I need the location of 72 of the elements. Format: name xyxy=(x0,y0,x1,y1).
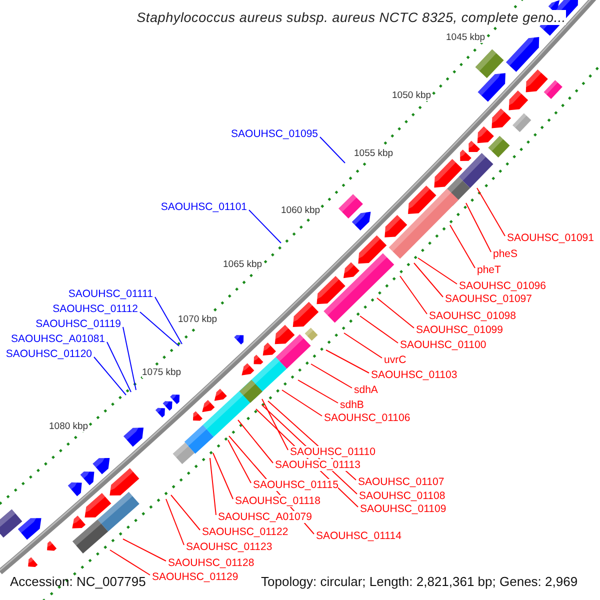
leader-line xyxy=(248,210,282,244)
leader-line xyxy=(298,380,338,404)
leader-line xyxy=(450,224,476,268)
scale-label: 1075 kbp xyxy=(142,366,182,378)
gene-label: SAOUHSC_A01079 xyxy=(218,511,312,523)
gene-label: SAOUHSC_01123 xyxy=(186,541,272,553)
gene-label: SAOUHSC_01098 xyxy=(429,310,516,322)
gene-label: SAOUHSC_01129 xyxy=(152,571,238,583)
leader-line xyxy=(414,262,444,298)
gene-label: uvrC xyxy=(384,354,406,366)
gene-label: SAOUHSC_01122 xyxy=(202,526,288,538)
gene-label: SAOUHSC_01097 xyxy=(445,293,532,305)
footer-text: Topology: circular; Length: 2,821,361 bp; Genes: 2,969 xyxy=(261,574,578,589)
leader-line xyxy=(344,332,382,358)
leader-line xyxy=(262,398,288,450)
gene-label: SAOUHSC_01111 xyxy=(68,288,153,300)
scale-label: 1060 kbp xyxy=(281,204,320,216)
gene-label: SAOUHSC_01103 xyxy=(371,369,458,381)
gene-label: SAOUHSC_01101 xyxy=(160,201,247,213)
leader-line xyxy=(106,342,132,392)
gene-label: SAOUHSC_01109 xyxy=(360,503,446,515)
gene-label: SAOUHSC_01119 xyxy=(36,318,121,330)
gene-label: sdhB xyxy=(340,399,364,411)
gene-label: SAOUHSC_01091 xyxy=(507,232,594,244)
scale-label: 1070 kbp xyxy=(178,314,218,324)
leader-line xyxy=(238,420,274,464)
gene-label: SAOUHSC_01100 xyxy=(400,339,486,351)
leader-line xyxy=(140,312,180,346)
scale-label: 1045 kbp xyxy=(446,32,486,42)
leader-line xyxy=(170,494,200,530)
gene-label: SAOUHSC_01128 xyxy=(168,557,254,569)
gene-label: SAOUHSC_01113 xyxy=(275,459,360,471)
gene-label: SAOUHSC_01096 xyxy=(459,280,546,292)
leader-line xyxy=(310,364,352,388)
scale-label: 1080 kbp xyxy=(49,420,88,432)
gene-label: SAOUHSC_A01081 xyxy=(11,333,105,345)
gene-label: SAOUHSC_01099 xyxy=(416,324,503,336)
leader-line xyxy=(228,440,252,484)
gene-label: SAOUHSC_01114 xyxy=(316,530,402,542)
gene-label: SAOUHSC_01107 xyxy=(358,476,444,488)
gene-label: SAOUHSC_01112 xyxy=(52,303,138,315)
gene-label: pheT xyxy=(477,264,501,276)
gene-label: pheS xyxy=(493,248,518,260)
leader-line xyxy=(376,298,414,328)
leader-line xyxy=(466,202,492,252)
leader-line xyxy=(110,550,150,576)
scale-label: 1065 kbp xyxy=(223,258,262,270)
leader-line xyxy=(400,276,428,314)
scale-label: 1050 kbp xyxy=(392,90,432,100)
leader-line xyxy=(326,350,370,374)
leader-line xyxy=(320,136,346,164)
gene-label: SAOUHSC_01115 xyxy=(253,479,338,491)
leader-line xyxy=(282,390,322,416)
gene-label: SAOUHSC_01110 xyxy=(290,446,376,458)
gene-label: SAOUHSC_01095 xyxy=(231,128,318,140)
leader-line xyxy=(154,296,182,344)
leader-line xyxy=(212,452,234,500)
leader-line xyxy=(360,316,398,344)
leader-line xyxy=(476,188,506,236)
gene-label: SAOUHSC_01120 xyxy=(6,348,92,360)
leader-line xyxy=(94,356,126,396)
gene-label: sdhA xyxy=(354,384,378,396)
footer-text: Accession: NC_007795 xyxy=(10,574,146,589)
gene-label: SAOUHSC_01106 xyxy=(324,412,410,424)
leader-line xyxy=(122,326,136,390)
gene-label: SAOUHSC_01108 xyxy=(359,490,446,502)
leader-line xyxy=(418,258,458,284)
leader-line xyxy=(166,498,184,546)
leader-line xyxy=(122,538,166,562)
gene-label: SAOUHSC_01118 xyxy=(235,495,320,507)
leader-line xyxy=(210,458,216,516)
scale-label: 1055 kbp xyxy=(354,148,394,158)
